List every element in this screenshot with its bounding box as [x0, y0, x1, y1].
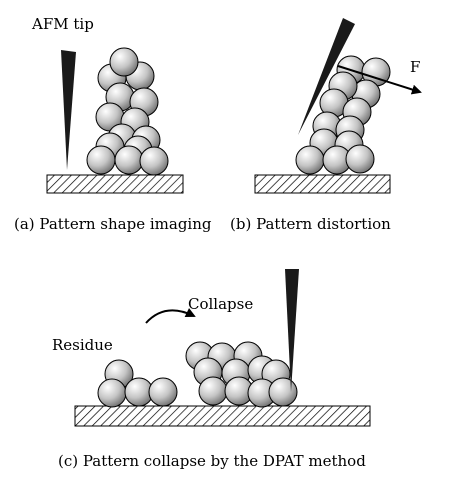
substrate-c: [74, 405, 371, 427]
afm-tip-label: AFM tip: [31, 15, 94, 33]
collapse-arrow: [145, 308, 196, 324]
particle-sphere: [198, 376, 228, 406]
force-label: F: [410, 58, 420, 76]
particle-sphere: [148, 377, 178, 407]
caption-c: (c) Pattern collapse by the DPAT method: [58, 452, 366, 470]
panel-b: F (b) Pattern distortion: [230, 18, 422, 233]
particle-sphere: [295, 145, 325, 175]
afm-tip-a: [61, 50, 76, 170]
afm-tip-b: [298, 18, 355, 135]
substrate-b: [254, 174, 391, 194]
caption-b: (b) Pattern distortion: [230, 215, 391, 233]
particle-sphere: [86, 145, 116, 175]
pattern-b: [295, 55, 391, 175]
force-arrow: [337, 65, 422, 95]
panel-a: AFM tip (a) Pattern shape imaging: [14, 15, 212, 233]
particle-sphere: [139, 146, 169, 176]
panel-c: Collapse Residue (c) Pattern collapse by…: [52, 269, 371, 470]
particle-sphere: [268, 377, 298, 407]
residue-label: Residue: [52, 336, 113, 354]
particle-sphere: [345, 144, 375, 174]
collapse-label: Collapse: [188, 295, 253, 313]
particle-sphere: [109, 47, 139, 77]
particle-sphere: [114, 145, 144, 175]
pattern-c: [97, 341, 298, 408]
caption-a: (a) Pattern shape imaging: [14, 215, 212, 233]
particle-sphere: [97, 378, 127, 408]
afm-tip-c: [285, 269, 299, 392]
substrate-a: [46, 174, 184, 194]
pattern-a: [86, 47, 169, 176]
